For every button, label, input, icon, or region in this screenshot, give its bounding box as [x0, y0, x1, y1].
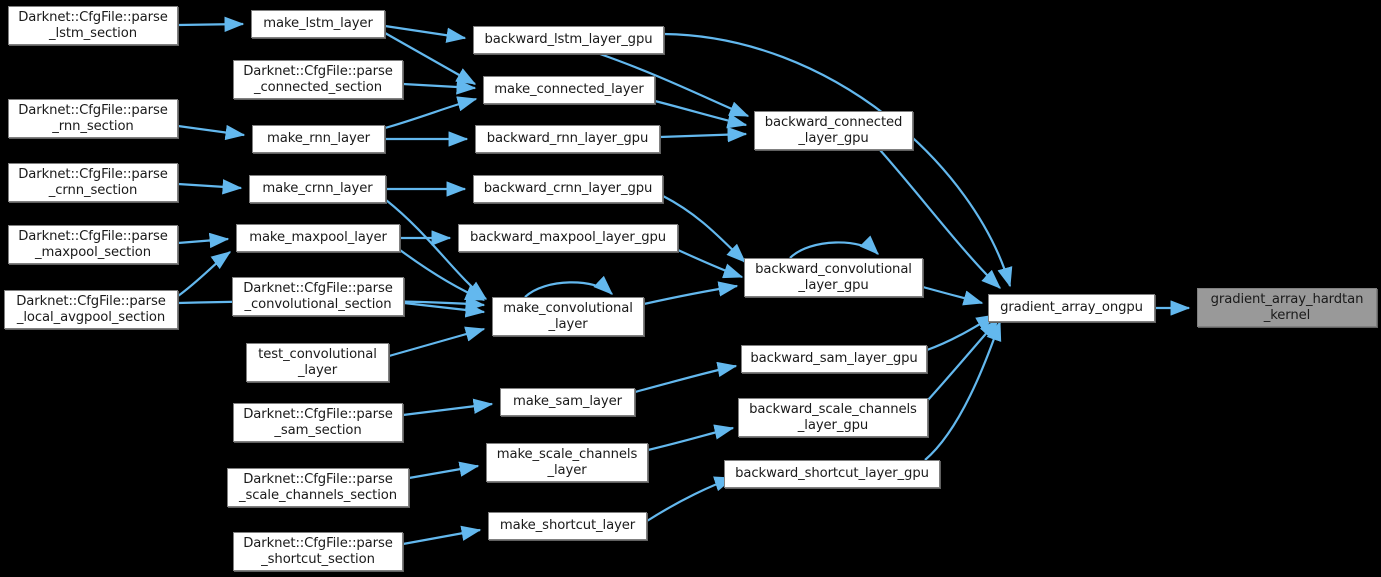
edge-parse_sam-to-make_sam [402, 398, 494, 417]
node-make_connected[interactable]: make_connected_layer [483, 76, 655, 104]
edge-make_shortcut-to-backward_shortcut_gpu [646, 476, 735, 522]
node-parse_rnn[interactable]: Darknet::CfgFile::parse _rnn_section [8, 99, 178, 138]
node-make_shortcut[interactable]: make_shortcut_layer [488, 512, 647, 540]
node-parse_maxpool[interactable]: Darknet::CfgFile::parse _maxpool_section [8, 225, 178, 264]
node-test_convolutional[interactable]: test_convolutional _layer [246, 343, 389, 382]
node-backward_scale_gpu[interactable]: backward_scale_channels _layer_gpu [738, 398, 928, 437]
edge-backward_maxpool_gpu-to-backward_conv_gpu [677, 248, 744, 279]
node-parse_shortcut[interactable]: Darknet::CfgFile::parse _shortcut_sectio… [233, 532, 403, 571]
edge-parse_crnn-to-make_crnn [177, 179, 243, 195]
node-backward_conv_gpu[interactable]: backward_convolutional _layer_gpu [744, 258, 923, 297]
edge-parse_maxpool-to-make_maxpool [177, 232, 230, 249]
edge-make_lstm-to-make_connected [384, 32, 477, 85]
node-backward_lstm_gpu[interactable]: backward_lstm_layer_gpu [473, 26, 664, 54]
node-make_maxpool[interactable]: make_maxpool_layer [236, 224, 400, 252]
edge-parse_connected-to-make_connected [402, 79, 477, 95]
node-gradient_hardtan[interactable]: gradient_array_hardtan _kernel [1197, 288, 1377, 327]
edge-make_sam-to-backward_sam_gpu [634, 361, 738, 394]
edge-parse_rnn-to-make_rnn [177, 124, 246, 141]
node-make_rnn[interactable]: make_rnn_layer [252, 125, 385, 153]
edge-backward_sam_gpu-to-gradient_array_ongpu [926, 314, 997, 352]
edge-backward_conv_gpu-to-gradient_array_ongpu [922, 285, 984, 306]
node-backward_rnn_gpu[interactable]: backward_rnn_layer_gpu [475, 125, 660, 153]
node-backward_connected_gpu[interactable]: backward_connected _layer_gpu [754, 111, 913, 150]
node-backward_sam_gpu[interactable]: backward_sam_layer_gpu [741, 345, 927, 373]
edge-parse_lstm-to-make_lstm [177, 16, 245, 32]
edge-make_lstm-to-backward_lstm_gpu [384, 24, 467, 43]
node-backward_maxpool_gpu[interactable]: backward_maxpool_layer_gpu [458, 224, 678, 252]
node-parse_connected[interactable]: Darknet::CfgFile::parse _connected_secti… [233, 60, 403, 99]
edge-backward_lstm_gpu-to-gradient_array_ongpu [663, 32, 1013, 288]
edge-parse_local_avgpool-to-make_maxpool [177, 251, 232, 297]
edge-backward_connected_gpu-to-gradient_array_ongpu [879, 149, 1001, 289]
node-parse_local_avgpool[interactable]: Darknet::CfgFile::parse _local_avgpool_s… [4, 290, 178, 329]
node-parse_convolutional[interactable]: Darknet::CfgFile::parse _convolutional_s… [232, 277, 404, 316]
edge-parse_shortcut-to-make_shortcut [402, 525, 482, 546]
edge-backward_conv_gpu-to-backward_conv_gpu [789, 235, 879, 259]
edge-make_scale_channels-to-backward_scale_gpu [647, 424, 735, 452]
node-parse_scale_channels[interactable]: Darknet::CfgFile::parse _scale_channels_… [227, 468, 409, 507]
edge-backward_scale_gpu-to-gradient_array_ongpu [927, 319, 999, 401]
edge-backward_rnn_gpu-to-backward_connected_gpu [659, 126, 748, 143]
node-make_scale_channels[interactable]: make_scale_channels _layer [486, 443, 648, 482]
node-parse_lstm[interactable]: Darknet::CfgFile::parse _lstm_section [8, 6, 178, 45]
edge-backward_crnn_gpu-to-backward_conv_gpu [662, 195, 746, 263]
edge-make_connected-to-backward_connected_gpu [654, 99, 748, 129]
node-backward_shortcut_gpu[interactable]: backward_shortcut_layer_gpu [724, 460, 940, 488]
edge-parse_convolutional-to-make_convolutional [403, 301, 486, 318]
edge-parse_scale_channels-to-make_scale_channels [408, 461, 480, 480]
edge-test_convolutional-to-make_convolutional [388, 326, 486, 358]
node-parse_crnn[interactable]: Darknet::CfgFile::parse _crnn_section [8, 163, 178, 202]
node-make_convolutional[interactable]: make_convolutional _layer [492, 297, 644, 336]
node-make_crnn[interactable]: make_crnn_layer [249, 175, 386, 203]
node-make_sam[interactable]: make_sam_layer [500, 388, 635, 416]
edge-make_convolutional-to-backward_conv_gpu [643, 281, 739, 306]
edge-make_convolutional-to-make_convolutional [524, 275, 613, 298]
edge-make_maxpool-to-make_convolutional [399, 249, 486, 302]
edge-backward_shortcut_gpu-to-gradient_array_ongpu [924, 320, 1002, 461]
edge-make_rnn-to-make_connected [384, 96, 478, 130]
node-gradient_array_ongpu[interactable]: gradient_array_ongpu [988, 294, 1155, 322]
node-parse_sam[interactable]: Darknet::CfgFile::parse _sam_section [233, 403, 403, 442]
node-make_lstm[interactable]: make_lstm_layer [251, 10, 385, 38]
node-backward_crnn_gpu[interactable]: backward_crnn_layer_gpu [473, 175, 663, 203]
edge-backward_lstm_gpu-to-backward_connected_gpu [599, 52, 750, 118]
